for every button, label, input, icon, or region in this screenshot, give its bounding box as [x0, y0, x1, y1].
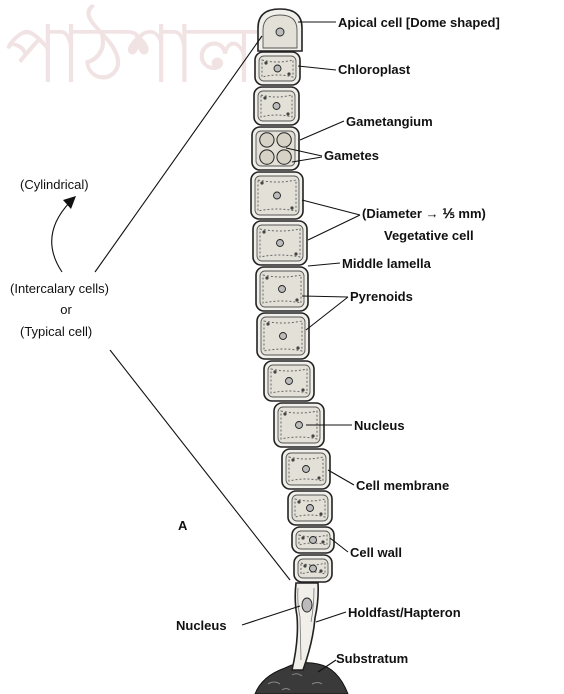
label-gametangium: Gametangium: [346, 114, 433, 129]
holdfast-nucleus: [302, 598, 312, 612]
label-cylindrical: (Cylindrical): [20, 177, 89, 192]
pyrenoid: [296, 346, 299, 349]
nucleus: [296, 422, 303, 429]
nucleus: [280, 333, 287, 340]
label-pyrenoids: Pyrenoids: [350, 289, 413, 304]
label-cell-membrane: Cell membrane: [356, 478, 449, 493]
filament-cell: [264, 361, 314, 401]
pyrenoid: [295, 298, 298, 301]
label-intercalary: (Intercalary cells): [10, 281, 109, 296]
gamete: [277, 133, 291, 147]
pyrenoid: [303, 564, 306, 567]
pyrenoid: [319, 512, 322, 515]
pyrenoid: [262, 230, 265, 233]
pyrenoid: [287, 72, 290, 75]
label-cell-wall: Cell wall: [350, 545, 402, 560]
pyrenoid: [297, 500, 300, 503]
pyrenoid: [263, 96, 266, 99]
label-substratum: Substratum: [336, 651, 408, 666]
label-figure-letter: A: [178, 518, 188, 533]
label-gametes: Gametes: [324, 148, 379, 163]
nucleus: [286, 378, 293, 385]
filament-cell: [252, 127, 299, 170]
watermark-text: পাঠশালা: [5, 4, 280, 101]
label-nucleus-right: Nucleus: [354, 418, 405, 433]
filament-cell: [255, 52, 300, 85]
nucleus: [273, 103, 280, 110]
filament-cell: [294, 555, 332, 582]
gamete: [260, 133, 274, 147]
nucleus: [274, 192, 281, 199]
label-nucleus-left: Nucleus: [176, 618, 227, 633]
label-typical-cell: (Typical cell): [20, 324, 92, 339]
pyrenoid: [321, 540, 324, 543]
pyrenoid: [311, 434, 314, 437]
label-chloroplast: Chloroplast: [338, 62, 411, 77]
filament-cell: [256, 267, 308, 311]
pyrenoid: [301, 388, 304, 391]
holdfast-cell: [292, 583, 318, 670]
filament-cell: [253, 221, 307, 265]
pyrenoid: [294, 252, 297, 255]
filament-cell: [292, 527, 334, 553]
nucleus: [310, 537, 317, 544]
nucleus: [279, 286, 286, 293]
gamete: [277, 150, 291, 164]
nucleus: [274, 65, 281, 72]
filament-cell: [254, 87, 299, 125]
label-holdfast: Holdfast/Hapteron: [348, 605, 461, 620]
label-vegetative-cell: Vegetative cell: [384, 228, 474, 243]
pyrenoid: [283, 412, 286, 415]
nucleus: [303, 466, 310, 473]
pyrenoid: [301, 536, 304, 539]
filament-cell: [251, 172, 303, 219]
pyrenoid: [260, 181, 263, 184]
pyrenoid: [264, 61, 267, 64]
pyrenoid: [273, 370, 276, 373]
pyrenoid: [265, 276, 268, 279]
pyrenoid: [286, 112, 289, 115]
nucleus: [307, 505, 314, 512]
pyrenoid: [291, 458, 294, 461]
nucleus: [277, 240, 284, 247]
pyrenoid: [317, 476, 320, 479]
nucleus: [310, 565, 317, 572]
filament-cell: [288, 491, 332, 525]
filament-cell: [282, 449, 330, 489]
gamete: [260, 150, 274, 164]
filament: [251, 52, 334, 582]
label-middle-lamella: Middle lamella: [342, 256, 432, 271]
pyrenoid: [319, 569, 322, 572]
apical-cell: [258, 9, 302, 51]
label-apical-cell: Apical cell [Dome shaped]: [338, 15, 500, 30]
pyrenoid: [290, 206, 293, 209]
pyrenoid: [266, 322, 269, 325]
filament-cell: [257, 313, 309, 359]
label-diameter: (Diameter → ⅕ mm): [362, 206, 486, 221]
label-or: or: [60, 302, 72, 317]
